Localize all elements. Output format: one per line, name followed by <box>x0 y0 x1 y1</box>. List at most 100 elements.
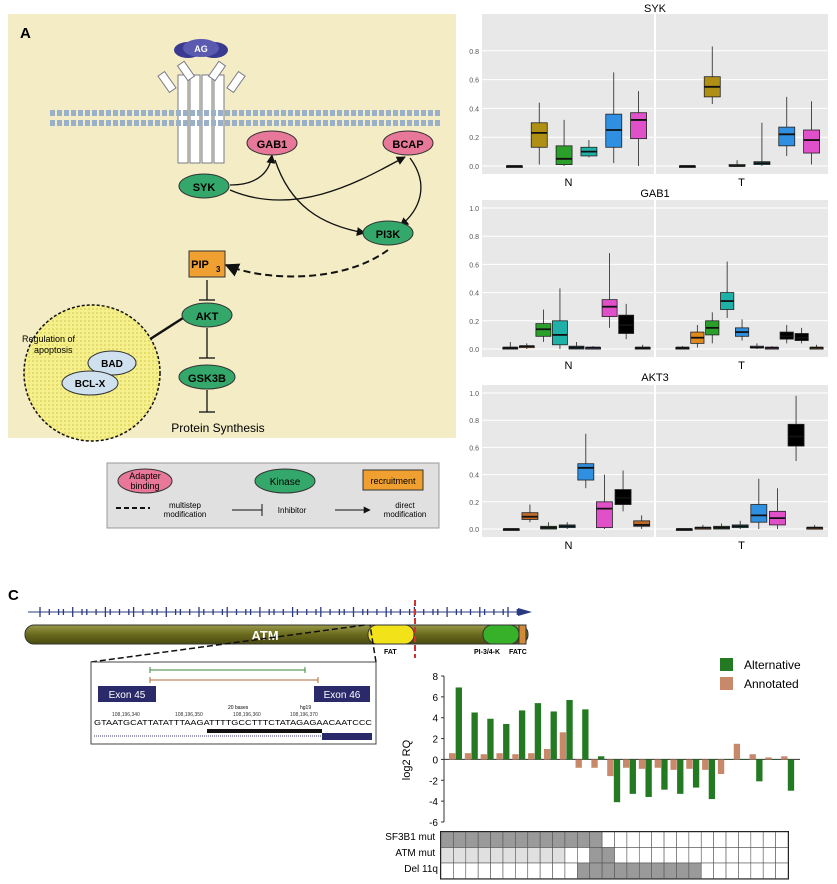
grid-cell <box>552 847 566 864</box>
exon45-label: Exon 45 <box>109 690 146 701</box>
bar-alternative <box>582 709 589 760</box>
category-label: T <box>738 177 745 189</box>
bar-legend: Alternative Annotated <box>720 658 801 691</box>
bar-alternative <box>613 759 621 803</box>
node-bclx <box>61 370 119 396</box>
box <box>601 253 618 328</box>
bar-annotated <box>559 732 567 760</box>
antigen <box>183 39 219 57</box>
box <box>735 319 750 341</box>
node-bcap: BCAP <box>382 130 434 156</box>
grid-cell <box>775 862 789 879</box>
grid-cell <box>688 862 702 879</box>
box <box>749 343 764 349</box>
cell-membrane <box>50 110 440 126</box>
box <box>535 309 552 342</box>
grid-cell <box>775 831 789 848</box>
y-tick-label: -6 <box>429 818 438 829</box>
y-tick-label: 0.8 <box>469 418 479 425</box>
grid-cell <box>453 847 467 864</box>
svg-text:GSK3B: GSK3B <box>188 373 226 385</box>
svg-text:recruitment: recruitment <box>370 476 416 486</box>
svg-text:BAD: BAD <box>101 359 123 370</box>
bar-alternative <box>598 756 605 760</box>
panel-b: B SYK0.00.20.40.60.8NTGAB10.00.20.40.60.… <box>469 3 828 552</box>
box <box>750 478 768 529</box>
category-label: T <box>738 540 745 552</box>
box-body <box>596 501 613 529</box>
bar-alternative <box>471 712 478 760</box>
box <box>794 327 809 344</box>
grid-cell <box>700 847 714 864</box>
grid-cell <box>614 862 628 879</box>
box-body <box>750 504 768 523</box>
box <box>675 528 693 531</box>
box-body <box>555 145 573 165</box>
grid-cell <box>762 862 776 879</box>
grid-cell <box>589 862 603 879</box>
row-label-sf3b1: SF3B1 mut <box>385 832 435 843</box>
y-tick-label: 4 <box>432 714 438 725</box>
grid-cell <box>465 862 479 879</box>
boxplot-title: GAB1 <box>640 188 669 200</box>
box <box>809 344 824 350</box>
grid-cell <box>477 862 491 879</box>
grid-cell <box>775 847 789 864</box>
box <box>694 524 712 530</box>
grid-cell <box>564 847 578 864</box>
svg-text:GAB1: GAB1 <box>257 139 288 151</box>
grid-cell <box>601 862 615 879</box>
box <box>705 312 720 344</box>
box <box>530 102 548 165</box>
bar-alternative <box>487 718 494 760</box>
bar-alternative <box>566 699 573 760</box>
y-tick-label: 0.8 <box>469 234 479 241</box>
grid-cell <box>539 831 553 848</box>
bar-annotated <box>449 753 456 760</box>
grid-cell <box>589 847 603 864</box>
node-pip3: PIP 3 <box>188 250 226 278</box>
box <box>618 303 635 340</box>
grid-cell <box>477 831 491 848</box>
row-label-atm: ATM mut <box>395 848 435 859</box>
atm-gene-label: ATM <box>251 628 278 643</box>
bar-alternative <box>724 759 731 760</box>
y-tick-label: 8 <box>432 672 438 683</box>
svg-text:3: 3 <box>216 265 221 274</box>
bar-alternative <box>740 759 747 760</box>
regulation-label-1: Regulation of <box>22 334 76 344</box>
coord-4: 108,196,370 <box>290 712 318 718</box>
grid-cell <box>490 862 504 879</box>
box <box>580 140 598 158</box>
panel-c-label: C <box>8 587 19 604</box>
coord-2: 108,196,350 <box>175 712 203 718</box>
bar-annotated <box>512 754 519 760</box>
box <box>552 288 568 349</box>
gene-track <box>28 607 532 617</box>
y-tick-label: 0.2 <box>469 319 479 326</box>
boxplot-title: AKT3 <box>641 372 669 384</box>
y-tick-label: 0.8 <box>469 49 479 56</box>
svg-text:BCAP: BCAP <box>392 139 423 151</box>
dna-sequence: GTAATGCATTATATTTAAGATTTTGCCTTTCTATAGAGAA… <box>94 720 372 727</box>
y-tick-label: 0.6 <box>469 262 479 269</box>
grid-cell <box>614 831 628 848</box>
grid-cell <box>762 831 776 848</box>
log2rq-bar-chart: Alternative Annotated log2 RQ -6-4-20246… <box>401 658 801 829</box>
grid-cell <box>663 847 677 864</box>
bar-annotated <box>607 759 614 777</box>
svg-text:SYK: SYK <box>193 182 216 194</box>
box <box>558 522 576 529</box>
box <box>605 72 623 164</box>
y-tick-label: 0.0 <box>469 347 479 354</box>
bar-alternative <box>503 723 510 760</box>
grid-cell <box>713 831 727 848</box>
grid-cell <box>614 847 628 864</box>
box <box>506 165 523 168</box>
bar-alternative <box>661 759 668 790</box>
bar-annotated <box>591 759 598 768</box>
protein-synthesis-label: Protein Synthesis <box>171 421 264 435</box>
grid-cell <box>527 831 541 848</box>
grid-cell <box>762 847 776 864</box>
